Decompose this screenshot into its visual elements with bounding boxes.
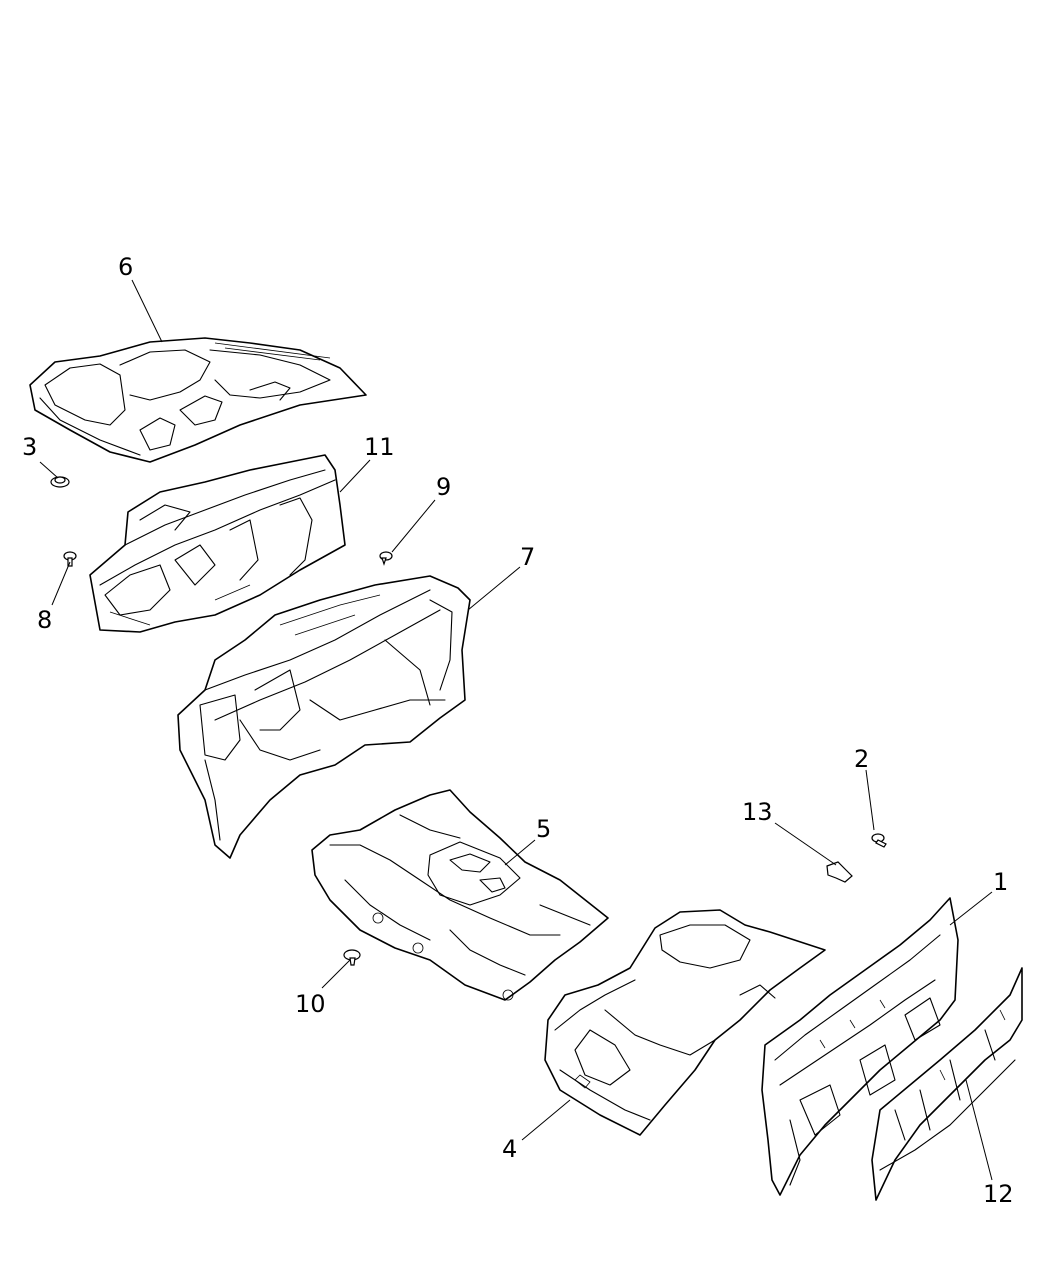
fastener-10-push-pin[interactable]: [343, 949, 361, 966]
fastener-8-push-pin[interactable]: [63, 551, 77, 567]
callout-5: 5: [536, 815, 551, 843]
part-11-dash-silencer[interactable]: [89, 454, 346, 633]
callout-13: 13: [742, 798, 773, 826]
callout-9: 9: [436, 473, 451, 501]
leader-lines: [39, 279, 993, 1181]
callout-2: 2: [854, 745, 869, 773]
fastener-2-screw[interactable]: [871, 833, 887, 848]
part-4-front-floor-insulator[interactable]: [544, 909, 826, 1136]
callout-3: 3: [22, 433, 37, 461]
callout-11: 11: [364, 433, 395, 461]
callout-6: 6: [118, 253, 133, 281]
callout-4: 4: [502, 1135, 517, 1163]
callout-labels: 6 3 11 9 8 7 5 10 2 13 1 4 12: [22, 253, 1014, 1208]
part-6-top-silencer[interactable]: [29, 337, 367, 463]
part-5-floor-insulator[interactable]: [311, 789, 609, 1001]
fastener-13-clip[interactable]: [826, 861, 853, 883]
callout-10: 10: [295, 990, 326, 1018]
callout-1: 1: [993, 868, 1008, 896]
part-12-rear-silencer[interactable]: [871, 967, 1023, 1201]
fastener-9-push-pin[interactable]: [379, 551, 393, 566]
callout-8: 8: [37, 606, 52, 634]
callout-12: 12: [983, 1180, 1014, 1208]
fastener-3-clip[interactable]: [50, 476, 70, 488]
part-7-dash-insulator[interactable]: [177, 575, 471, 859]
part-1-rear-floor-insulator[interactable]: [761, 897, 959, 1196]
callout-7: 7: [520, 543, 535, 571]
